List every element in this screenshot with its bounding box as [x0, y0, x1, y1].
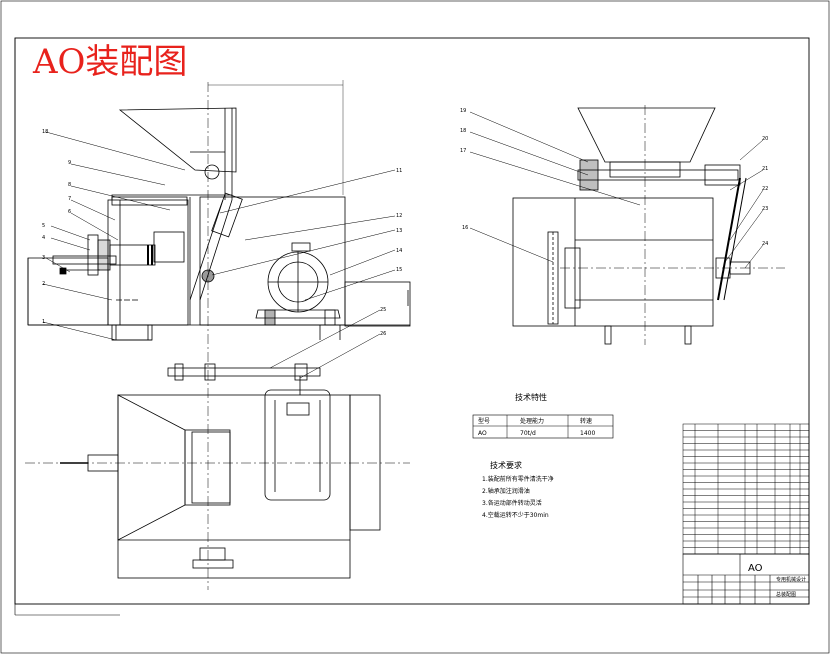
svg-text:7: 7 — [68, 196, 71, 202]
svg-text:22: 22 — [762, 186, 768, 192]
svg-text:8: 8 — [68, 182, 71, 188]
requirement-2: 2.轴承加注润滑油 — [482, 487, 530, 495]
spec-header-capacity: 处理能力 — [520, 417, 544, 425]
svg-text:24: 24 — [762, 241, 768, 247]
svg-text:6: 6 — [68, 209, 71, 215]
spec-value-model: AO — [478, 430, 487, 437]
plan-view — [25, 363, 410, 579]
leader-lines-right — [469, 111, 764, 269]
spec-header-speed: 转速 — [580, 417, 592, 425]
svg-text:1: 1 — [42, 319, 45, 325]
spec-table: 技术特性 型号 处理能力 转速 AO 70t/d 1400 — [472, 392, 614, 439]
svg-text:18: 18 — [42, 129, 48, 135]
svg-text:18: 18 — [460, 128, 466, 134]
title-block-subtitle: 总装配图 — [776, 591, 796, 598]
svg-text:20: 20 — [762, 136, 768, 142]
side-view — [512, 105, 785, 345]
part-numbers-left: 18 9 8 7 6 5 4 3 2 1 11 12 13 14 15 25 2… — [42, 129, 402, 337]
svg-text:5: 5 — [42, 223, 45, 229]
svg-text:12: 12 — [396, 213, 402, 219]
svg-text:4: 4 — [42, 235, 45, 241]
svg-text:15: 15 — [396, 267, 402, 273]
parts-list — [682, 423, 810, 555]
svg-text:19: 19 — [460, 108, 466, 114]
title-block — [682, 553, 810, 605]
svg-text:23: 23 — [762, 206, 768, 212]
svg-text:2: 2 — [42, 281, 45, 287]
title-block-company: 专用机械设计 — [776, 576, 806, 583]
technical-requirements: 技术要求 1.装配前所有零件清洗干净 2.轴承加注润滑油 3.各运动部件转动灵活… — [482, 460, 554, 519]
requirement-4: 4.空载运转不少于30min — [482, 511, 549, 519]
spec-header-model: 型号 — [478, 417, 490, 425]
svg-text:11: 11 — [396, 168, 402, 174]
svg-text:9: 9 — [68, 160, 71, 166]
svg-text:17: 17 — [460, 148, 466, 154]
requirements-title: 技术要求 — [490, 460, 522, 470]
spec-value-capacity: 70t/d — [520, 430, 536, 437]
svg-text:26: 26 — [380, 331, 386, 337]
part-numbers-right: 19 18 17 16 20 21 22 23 24 — [460, 108, 768, 247]
svg-text:13: 13 — [396, 228, 402, 234]
svg-text:21: 21 — [762, 166, 768, 172]
title-block-drawing-name: AO — [748, 563, 763, 574]
svg-text:14: 14 — [396, 248, 402, 254]
requirement-3: 3.各运动部件转动灵活 — [482, 499, 542, 507]
spec-table-title: 技术特性 — [515, 392, 547, 402]
svg-text:16: 16 — [462, 225, 468, 231]
front-view — [27, 80, 411, 590]
drawing-frame — [14, 37, 810, 605]
svg-text:25: 25 — [380, 307, 386, 313]
svg-text:3: 3 — [42, 255, 45, 261]
drawing-title: AO装配图 — [32, 42, 187, 82]
requirement-1: 1.装配前所有零件清洗干净 — [482, 475, 554, 483]
spec-value-speed: 1400 — [580, 430, 595, 437]
leader-lines-left — [42, 131, 396, 379]
